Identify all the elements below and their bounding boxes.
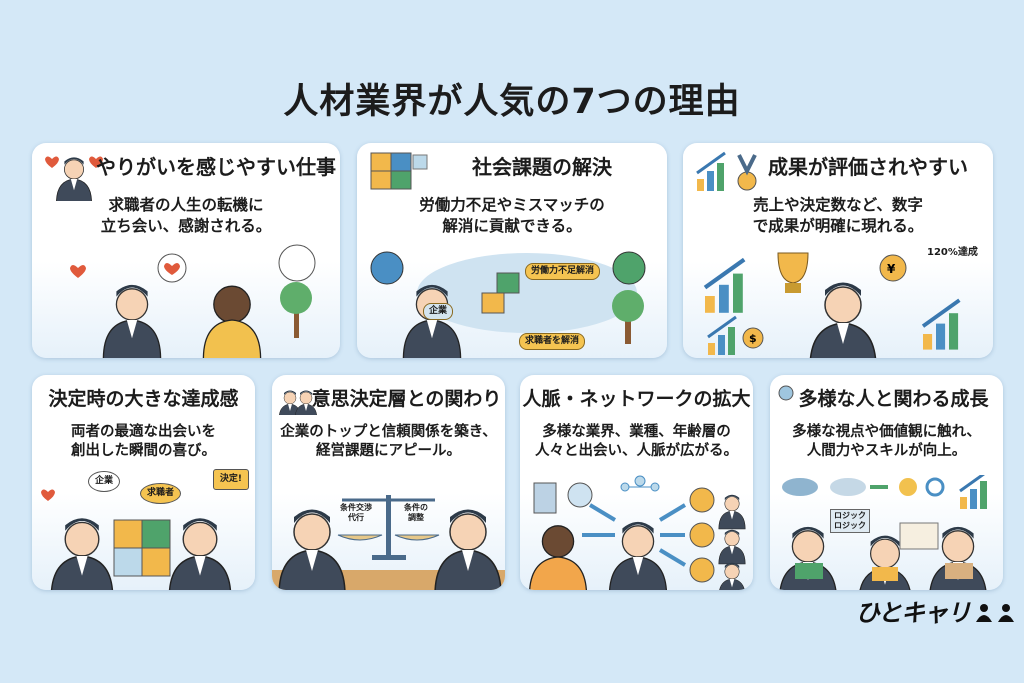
card-title: 多様な人と関わる成長 — [798, 388, 989, 410]
illustration-negotiation — [272, 495, 505, 590]
card-results-evaluated: 成果が評価されやすい 売上や決定数など、数字 で成果が明確に現れる。 ¥$ 12… — [683, 143, 993, 358]
card-achievement: 決定時の大きな達成感 両者の最適な出会いを 創出した瞬間の喜び。 企業 求職者 … — [32, 375, 255, 590]
card-title: 意思決定層との関わり — [311, 388, 502, 410]
card-executives: 意思決定層との関わり 企業のトップと信頼関係を築き、 経営課題にアピール。 条件… — [272, 375, 505, 590]
bubble-decided: 決定! — [212, 469, 249, 490]
yen-icon: ¥ — [887, 262, 896, 276]
puzzle-icon — [370, 152, 428, 190]
card-title: やりがいを感じやすい仕事 — [96, 155, 336, 179]
illustration-handshake-puzzle — [41, 489, 232, 590]
illustration-trophy: ¥$ — [683, 252, 962, 358]
label-company: 企業 — [423, 303, 454, 320]
logo: ひとキャリ — [856, 598, 1018, 628]
illustration-learning — [778, 475, 990, 590]
card-description: 多様な業界、業種、年齢層の 人々と出会い、人脈が広がる。 — [535, 424, 738, 459]
card-description: 売上や決定数など、数字 で成果が明確に現れる。 — [752, 196, 924, 235]
card-rewarding-work: やりがいを感じやすい仕事 求職者の人生の転機に 立ち会い、感謝される。 — [32, 143, 340, 358]
illustration-world-map — [370, 251, 646, 358]
card-description: 労働力不足やミスマッチの 解消に貢献できる。 — [419, 196, 605, 235]
people-icon — [976, 604, 1014, 622]
card-title: 社会課題の解決 — [472, 155, 612, 179]
page-title: 人材業界が人気の7つの理由 — [283, 82, 741, 122]
bubble-job-seeker: 求職者 — [140, 483, 182, 504]
bubble-company: 企業 — [88, 471, 121, 492]
card-network: 人脈・ネットワークの拡大 多様な業界、業種、年齢層の 人々と出会い、人脈が広がる… — [520, 375, 753, 590]
label-logic: ロジック ロジック — [830, 509, 870, 533]
card-description: 企業のトップと信頼関係を築き、 経営課題にアピール。 — [280, 424, 497, 459]
label-labor-shortage: 労働力不足解消 — [525, 263, 601, 280]
card-title: 決定時の大きな達成感 — [48, 388, 239, 410]
chart-medal-icon — [695, 151, 757, 193]
logo-text: ひとキャリ — [855, 599, 971, 627]
label-120-percent: 120%達成 — [927, 247, 978, 258]
label-job-seekers: 求職者を解消 — [519, 333, 586, 350]
card-title: 成果が評価されやすい — [768, 155, 968, 179]
card-social-issues: 社会課題の解決 労働力不足やミスマッチの 解消に貢献できる。 労働力不足解消 求… — [357, 143, 667, 358]
growth-icon — [778, 385, 794, 401]
label-condition-adjust: 条件の 調整 — [404, 503, 428, 522]
dollar-icon: $ — [749, 332, 757, 345]
card-description: 多様な視点や価値観に触れ、 人間力やスキルが向上。 — [792, 424, 981, 459]
person-hearts-icon — [45, 156, 103, 201]
illustration-gratitude — [70, 244, 316, 358]
illustration-network — [529, 475, 746, 590]
card-title: 人脈・ネットワークの拡大 — [522, 388, 751, 410]
card-description: 両者の最適な出会いを 創出した瞬間の喜び。 — [71, 424, 216, 459]
label-negotiation-proxy: 条件交渉 代行 — [340, 503, 372, 522]
card-description: 求職者の人生の転機に 立ち会い、感謝される。 — [100, 196, 272, 235]
card-growth: 多様な人と関わる成長 多様な視点や価値観に触れ、 人間力やスキルが向上。 ロジッ… — [770, 375, 1003, 590]
